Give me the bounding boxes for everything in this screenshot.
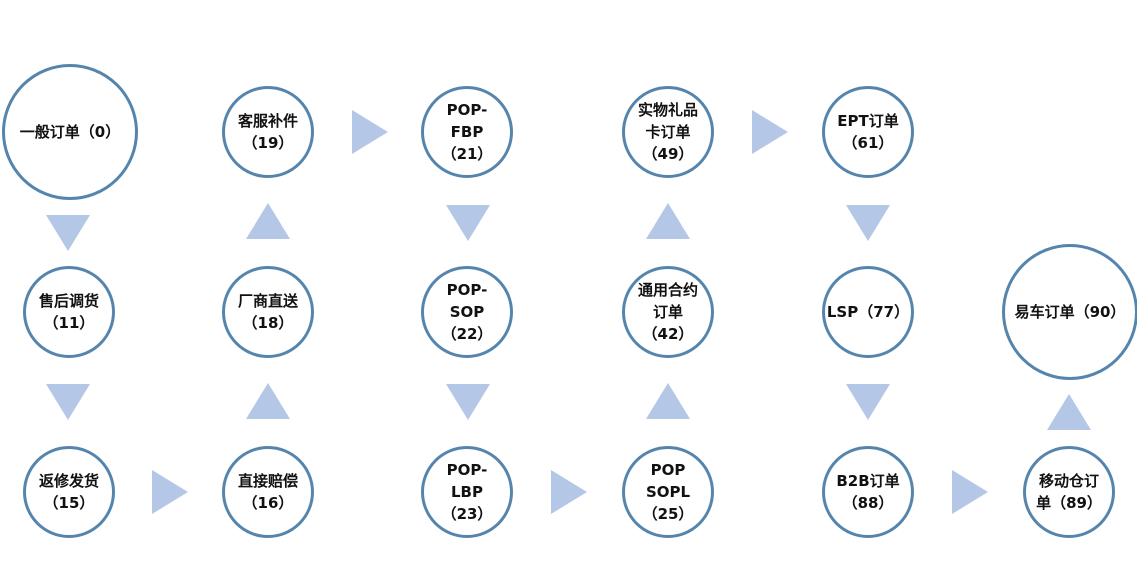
node-label: LSP（77）: [826, 303, 910, 321]
node-label: POP- FBP （21）: [441, 101, 493, 163]
node-label: EPT订单 （61）: [837, 112, 899, 152]
arrow-right: [752, 110, 788, 154]
arrow-right: [551, 470, 587, 514]
node-physical-gift-card-order: 实物礼品 卡订单 （49）: [622, 86, 714, 178]
node-mobile-warehouse-order: 移动仓订 单（89）: [1023, 446, 1115, 538]
node-vendor-direct: 厂商直送 （18）: [222, 266, 314, 358]
node-label: 移动仓订 单（89）: [1036, 472, 1102, 512]
node-label: 厂商直送 （18）: [237, 292, 298, 332]
node-pop-fbp: POP- FBP （21）: [421, 86, 513, 178]
arrow-down: [846, 384, 890, 420]
node-lsp: LSP（77）: [822, 266, 914, 358]
node-ept-order: EPT订单 （61）: [822, 86, 914, 178]
node-label: POP- LBP （23）: [441, 461, 493, 523]
node-general-order: 一般订单（0）: [2, 64, 138, 200]
node-label: 易车订单（90）: [1014, 303, 1126, 321]
node-label: 通用合约 订单 （42）: [637, 281, 698, 343]
node-label: B2B订单 （88）: [836, 472, 900, 512]
node-pop-sop: POP- SOP （22）: [421, 266, 513, 358]
arrow-down: [846, 205, 890, 241]
arrow-down: [446, 384, 490, 420]
arrow-down: [46, 215, 90, 251]
node-customer-service-parts: 客服补件 （19）: [222, 86, 314, 178]
node-label: 返修发货 （15）: [38, 472, 99, 512]
node-label: POP SOPL （25）: [642, 461, 694, 523]
node-pop-lbp: POP- LBP （23）: [421, 446, 513, 538]
node-yiche-order: 易车订单（90）: [1002, 244, 1137, 380]
node-after-sale-transfer: 售后调货 （11）: [23, 266, 115, 358]
node-label: 一般订单（0）: [19, 123, 121, 141]
arrow-down: [46, 384, 90, 420]
node-general-contract-order: 通用合约 订单 （42）: [622, 266, 714, 358]
node-repair-shipment: 返修发货 （15）: [23, 446, 115, 538]
node-label: 客服补件 （19）: [237, 112, 298, 152]
node-b2b-order: B2B订单 （88）: [822, 446, 914, 538]
arrow-up: [646, 203, 690, 239]
node-label: 售后调货 （11）: [38, 292, 99, 332]
arrow-right: [352, 110, 388, 154]
node-direct-compensation: 直接赔偿 （16）: [222, 446, 314, 538]
arrow-down: [446, 205, 490, 241]
arrow-up: [246, 203, 290, 239]
arrow-right: [152, 470, 188, 514]
node-pop-sopl: POP SOPL （25）: [622, 446, 714, 538]
arrow-up: [246, 383, 290, 419]
arrow-up: [1047, 394, 1091, 430]
arrow-up: [646, 383, 690, 419]
node-label: 实物礼品 卡订单 （49）: [637, 101, 698, 163]
node-label: 直接赔偿 （16）: [237, 472, 298, 512]
node-label: POP- SOP （22）: [441, 281, 493, 343]
arrow-right: [952, 470, 988, 514]
